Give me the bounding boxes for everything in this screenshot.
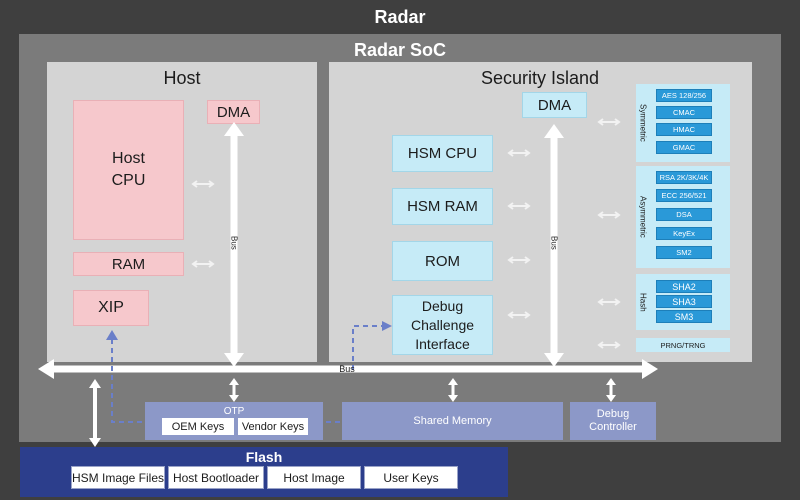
- symmetric-label: Symmetric: [638, 104, 648, 142]
- xip-block: XIP: [73, 290, 149, 326]
- flash-title: Flash: [245, 448, 283, 465]
- crypto-chip: SHA2: [656, 280, 712, 293]
- debug-challenge-interface-block: Debug Challenge Interface: [392, 295, 493, 355]
- hash-label: Hash: [638, 292, 648, 312]
- crypto-chip: SM2: [656, 246, 712, 259]
- vertical-connectors: [89, 378, 616, 447]
- rng-panel: PRNG/TRNG: [636, 338, 730, 352]
- flash-item: Host Image: [267, 466, 361, 489]
- main-bus-label: Bus: [339, 364, 355, 374]
- si-bus-label: Bus: [549, 236, 559, 250]
- oem-keys: OEM Keys: [162, 418, 234, 435]
- crypto-chip: KeyEx: [656, 227, 712, 240]
- host-ram-block: RAM: [73, 252, 184, 276]
- crypto-chip: SM3: [656, 310, 712, 323]
- host-dma-block: DMA: [207, 100, 260, 124]
- crypto-chip: RSA 2K/3K/4K: [656, 171, 712, 184]
- shared-memory-block: Shared Memory: [342, 402, 563, 440]
- hsm-cpu-block: HSM CPU: [392, 135, 493, 172]
- crypto-chip: DSA: [656, 208, 712, 221]
- host-title: Host: [163, 67, 201, 88]
- si-bus-arrow: [544, 124, 564, 367]
- security-island-title: Security Island: [480, 67, 600, 88]
- host-bus-arrow: [224, 122, 244, 367]
- radar-title: Radar: [374, 6, 426, 27]
- crypto-chip: GMAC: [656, 141, 712, 154]
- flash-item: HSM Image Files: [71, 466, 165, 489]
- hsm-ram-block: HSM RAM: [392, 188, 493, 225]
- host-bus-label: Bus: [229, 236, 239, 250]
- dashed-links: [111, 325, 386, 423]
- otp-title: OTP: [223, 405, 245, 417]
- crypto-chip: HMAC: [656, 123, 712, 136]
- si-dma-block: DMA: [522, 92, 587, 118]
- rom-block: ROM: [392, 241, 493, 281]
- crypto-chip: SHA3: [656, 295, 712, 308]
- crypto-chip: ECC 256/521: [656, 189, 712, 202]
- crypto-chip: AES 128/256: [656, 89, 712, 102]
- host-cpu-block: Host CPU: [73, 100, 184, 240]
- flash-item: Host Bootloader: [168, 466, 264, 489]
- vendor-keys: Vendor Keys: [238, 418, 308, 435]
- flash-item: User Keys: [364, 466, 458, 489]
- asymmetric-label: Asymmetric: [638, 196, 648, 238]
- debug-controller-block: Debug Controller: [570, 402, 656, 440]
- small-connectors: [191, 118, 621, 349]
- crypto-chip: CMAC: [656, 106, 712, 119]
- main-bus-arrow: [38, 359, 658, 379]
- radar-soc-title: Radar SoC: [353, 39, 447, 60]
